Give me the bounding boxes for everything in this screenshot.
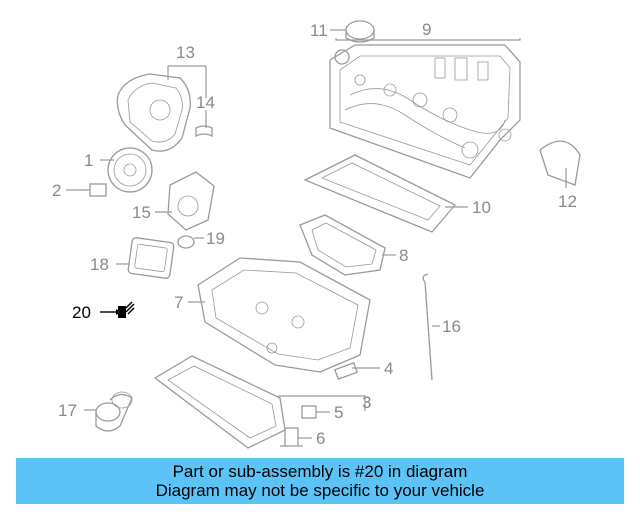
callout-19: 19 (206, 229, 225, 248)
callout-1: 1 (84, 151, 93, 170)
seal-14 (195, 125, 213, 138)
intake-manifold (299, 214, 386, 276)
head-gasket (303, 154, 457, 233)
callout-8: 8 (399, 246, 408, 265)
callout-20: 20 (72, 303, 91, 322)
info-banner: Part or sub-assembly is #20 in diagram D… (16, 458, 624, 504)
oil-sensor (334, 362, 358, 380)
drain-plug (301, 405, 317, 419)
cylinder-head (329, 44, 521, 179)
leader-lines (66, 29, 567, 439)
plug-6 (280, 427, 303, 447)
front-housing (167, 171, 215, 231)
pulley-bolt (78, 183, 107, 197)
oil-filler-cap (345, 20, 375, 43)
bolt-20 (100, 301, 135, 318)
callout-11: 11 (310, 21, 328, 40)
callout-labels: 1 2 3 4 5 6 7 8 9 10 11 12 13 14 15 16 1… (52, 20, 577, 448)
callout-6: 6 (316, 429, 325, 448)
callout-16: 16 (442, 317, 461, 336)
banner-line-2: Diagram may not be specific to your vehi… (155, 481, 485, 500)
callout-17: 17 (58, 401, 77, 420)
callout-12: 12 (558, 192, 577, 211)
oil-cooler (127, 237, 175, 279)
callout-14: 14 (196, 93, 215, 112)
callout-13: 13 (176, 43, 195, 62)
upper-oil-pan (197, 257, 371, 373)
callout-18: 18 (90, 255, 109, 274)
banner-line-1: Part or sub-assembly is #20 in diagram (172, 462, 468, 481)
callout-5: 5 (334, 403, 343, 422)
oil-filter (95, 391, 133, 432)
lower-oil-pan (153, 355, 286, 449)
callout-10: 10 (472, 198, 491, 217)
callout-9: 9 (422, 20, 431, 39)
callout-2: 2 (52, 181, 61, 200)
timing-cover (116, 73, 191, 152)
dipstick (422, 273, 433, 381)
heat-shield (539, 140, 581, 186)
callout-4: 4 (384, 359, 393, 378)
crankshaft-pulley (107, 147, 153, 193)
callout-3: 3 (362, 393, 371, 412)
o-ring-19 (177, 235, 195, 249)
callout-7: 7 (174, 293, 183, 312)
callout-15: 15 (132, 203, 151, 222)
